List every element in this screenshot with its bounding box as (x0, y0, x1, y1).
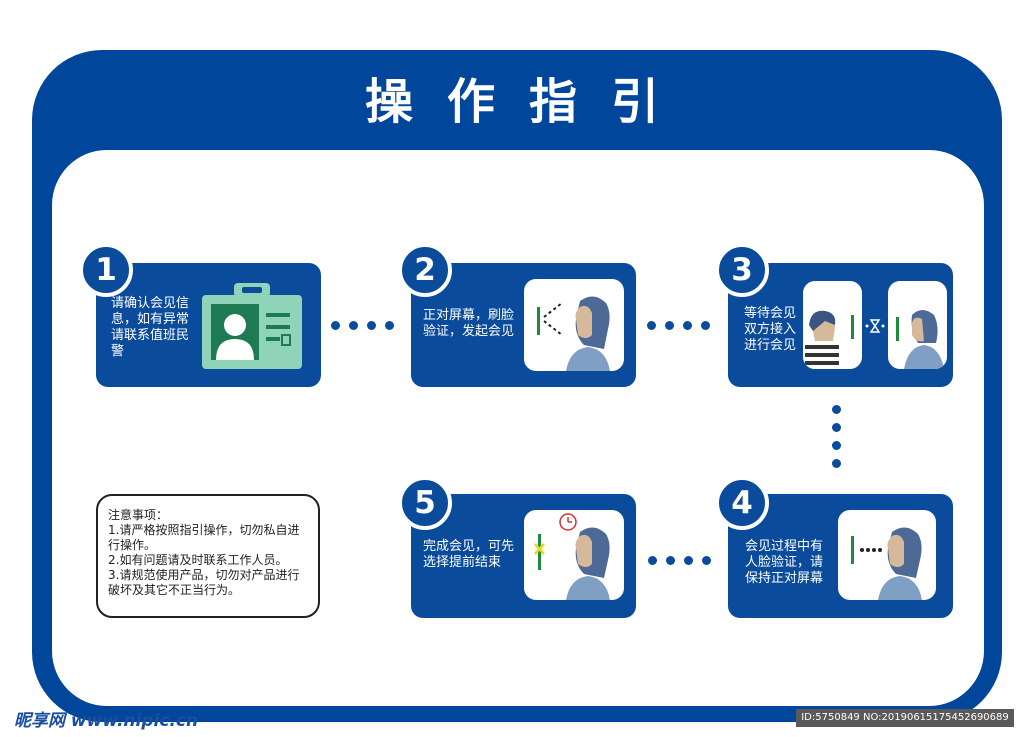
face-scan-icon (537, 296, 610, 371)
page-title: 操作指引 (364, 74, 693, 130)
notice-line: 1.请严格按照指引操作，切勿私自进 (108, 523, 300, 537)
step-5-badge: 5 (398, 476, 452, 530)
connector-1-2 (331, 321, 394, 330)
step-3-card: 等待会见 双方接入 进行会见 (728, 263, 953, 387)
connector-3-4 (832, 405, 841, 468)
step-1-card: 请确认会见信 息，如有异常 请联系值班民 警 (96, 263, 321, 387)
person-woman-icon (896, 310, 944, 369)
step-4-panel (838, 510, 936, 600)
notice-box: 注意事项： 1.请严格按照指引操作，切勿私自进 行操作。 2.如有问题请及时联系… (96, 494, 320, 618)
notice-heading: 注意事项： (108, 508, 169, 522)
person-striped-icon (805, 310, 854, 369)
step-5-text: 完成会见，可先 选择提前结束 (423, 539, 515, 570)
connector-2-3 (647, 321, 710, 330)
watermark-id: ID:5750849 NO:20190615175452690689 (796, 709, 1014, 727)
face-verify-icon (851, 527, 922, 600)
step-3-text: 等待会见 双方接入 进行会见 (744, 306, 797, 353)
step-3-panel-inmate (803, 281, 862, 369)
step-4-badge: 4 (715, 476, 769, 530)
step-2-panel (524, 279, 624, 371)
watermark-left: 昵享网 www.nipic.cn (14, 711, 199, 731)
step-1-text: 请确认会见信 息，如有异常 请联系值班民 警 (111, 296, 190, 359)
connector-4-5 (648, 556, 711, 565)
end-session-icon (534, 513, 610, 600)
notice-line: 行操作。 (108, 538, 157, 552)
notice-line: 3.请规范使用产品，切勿对产品进行 (108, 568, 300, 582)
step-5-panel (524, 510, 624, 600)
id-card-icon (202, 283, 302, 371)
hourglass-icon (865, 319, 885, 333)
step-2-badge: 2 (398, 243, 452, 297)
step-1-badge: 1 (79, 243, 133, 297)
notice-line: 2.如有问题请及时联系工作人员。 (108, 553, 288, 567)
notice-line: 破坏及其它不正当行为。 (108, 583, 241, 597)
step-3-badge: 3 (715, 243, 769, 297)
step-3-panel-visitor (888, 281, 947, 369)
content-area (52, 150, 984, 706)
step-2-text: 正对屏幕，刷脸 验证，发起会见 (423, 308, 515, 339)
step-2-card: 正对屏幕，刷脸 验证，发起会见 (411, 263, 636, 387)
step-4-text: 会见过程中有 人脸验证，请 保持正对屏幕 (745, 539, 824, 586)
